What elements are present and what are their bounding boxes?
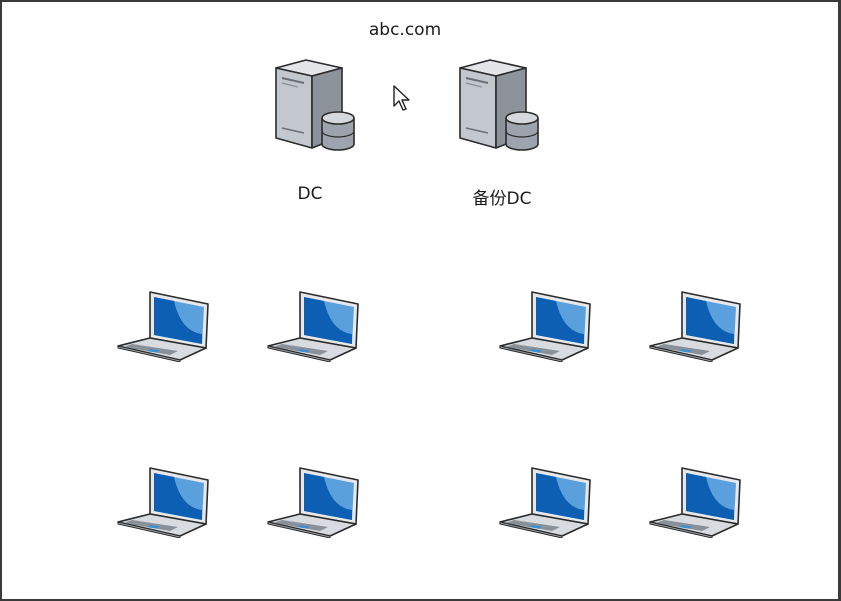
laptop-icon xyxy=(266,464,362,538)
server-icon xyxy=(266,56,362,156)
mouse-cursor-icon xyxy=(393,85,410,111)
laptop-icon xyxy=(116,464,212,538)
domain-title: abc.com xyxy=(368,20,442,40)
laptop-icon xyxy=(498,464,594,538)
laptop-icon xyxy=(498,288,594,362)
laptop-icon xyxy=(116,288,212,362)
server-label-backup-dc: 备份DC xyxy=(472,189,532,209)
laptop-icon xyxy=(648,464,744,538)
laptop-icon xyxy=(648,288,744,362)
server-label-dc: DC xyxy=(297,184,323,204)
server-icon xyxy=(450,56,546,156)
laptop-icon xyxy=(266,288,362,362)
